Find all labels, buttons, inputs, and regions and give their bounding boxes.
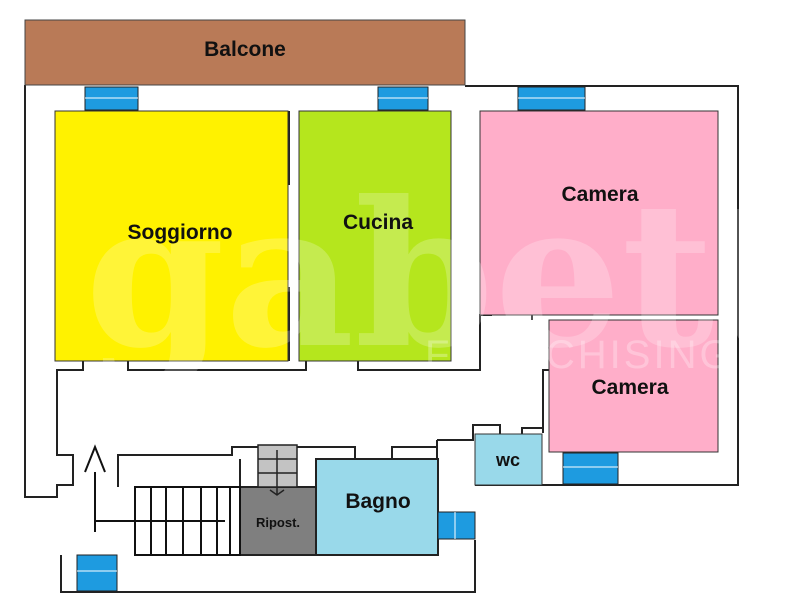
- camera2-area: [548, 319, 719, 453]
- bagno-label: Bagno: [345, 490, 410, 513]
- soggiorno-area: [54, 110, 289, 362]
- wc-label: wc: [495, 450, 520, 470]
- window-icon: [76, 554, 118, 592]
- watermark-logo: gabetti: [85, 158, 800, 393]
- bagno-area: [315, 458, 439, 556]
- stairs-down: [257, 444, 298, 496]
- balcone-area: [24, 19, 466, 86]
- balcone-label: Balcone: [204, 38, 286, 61]
- stairs-up: [84, 444, 241, 556]
- window-icon: [562, 452, 619, 485]
- windows: [76, 86, 619, 592]
- window-icon: [437, 511, 476, 540]
- ripostiglio-label: Ripost.: [256, 515, 300, 530]
- camera1-label: Camera: [561, 183, 638, 206]
- walls: [24, 85, 739, 593]
- soggiorno-label: Soggiorno: [128, 221, 233, 244]
- ripostiglio-area: [239, 486, 317, 556]
- camera1-area: [479, 110, 719, 316]
- camera2-label: Camera: [591, 376, 668, 399]
- cucina-area: [298, 110, 452, 362]
- wc-area: [474, 433, 543, 486]
- cucina-label: Cucina: [343, 211, 413, 234]
- watermark-subtitle: FRANCHISING: [425, 333, 734, 377]
